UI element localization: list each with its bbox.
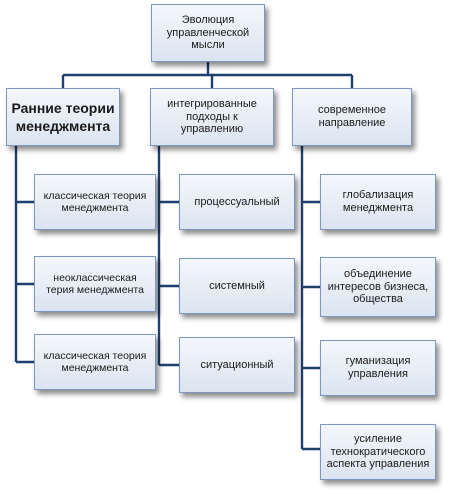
header-modern-direction: современное направление bbox=[292, 88, 412, 146]
item-globalization: глобализация менеджмента bbox=[320, 174, 436, 230]
item-situational-approach: ситуационный bbox=[179, 337, 295, 393]
item-neoclassical-theory: неоклассическая терия менеджмента bbox=[34, 256, 156, 312]
root-node: Эволюция управленческой мысли bbox=[151, 4, 265, 62]
item-technocratic-aspect: усиление технократического аспекта управ… bbox=[320, 424, 436, 480]
item-classical-theory-1: классическая теория менеджмента bbox=[34, 174, 156, 230]
item-process-approach: процессуальный bbox=[179, 174, 295, 230]
item-system-approach: системный bbox=[179, 258, 295, 314]
header-early-theories: Ранние теории менеджмента bbox=[6, 88, 120, 146]
item-business-society-interests: объединение интересов бизнеса, общества bbox=[320, 257, 436, 317]
item-classical-theory-2: классическая теория менеджмента bbox=[34, 334, 156, 390]
header-integrated-approaches: интегрированные подходы к управлению bbox=[150, 88, 274, 146]
item-humanization: гуманизация управления bbox=[320, 340, 436, 396]
